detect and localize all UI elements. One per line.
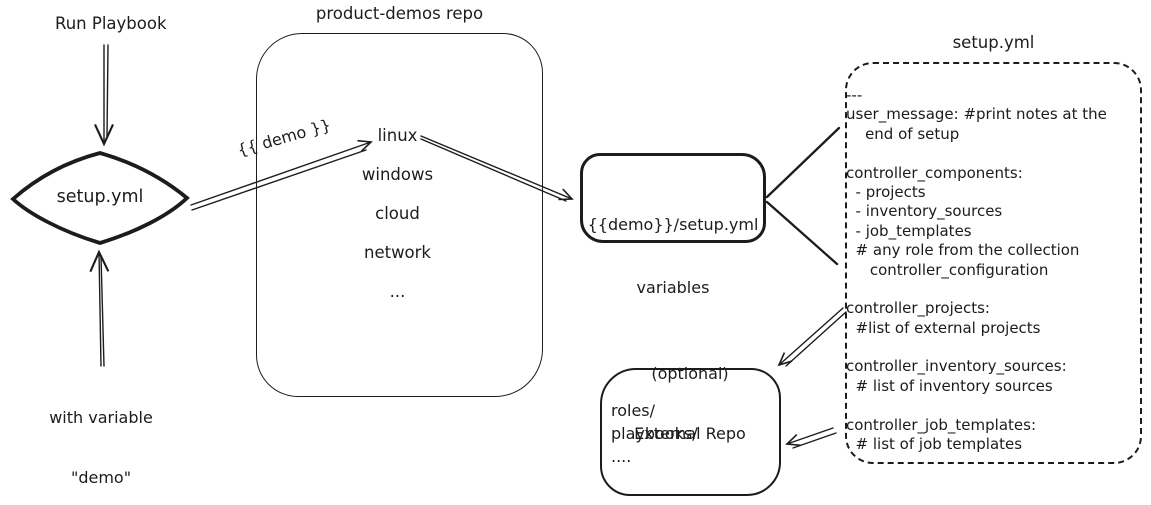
external-repo-line: playbooks/ <box>611 424 698 443</box>
run-playbook-arrow <box>94 44 114 147</box>
repo-item: ... <box>389 282 406 301</box>
yaml-line: # list of inventory sources <box>846 376 1053 395</box>
yaml-line: controller_projects: <box>846 299 990 318</box>
yaml-line: controller_configuration <box>846 260 1049 279</box>
yaml-line: - job_templates <box>846 221 972 240</box>
with-variable-arrow <box>89 249 110 367</box>
yaml-line: --- <box>846 86 863 104</box>
demo-setup-variables-box <box>580 153 766 243</box>
yaml-line: #list of external projects <box>846 318 1041 337</box>
setup-to-external-arrow-bottom <box>785 427 837 449</box>
yaml-line: controller_job_templates: <box>846 415 1037 434</box>
external-repo-line: roles/ <box>611 401 656 420</box>
yaml-line <box>846 280 1138 299</box>
external-repo-content: roles/playbooks/.... <box>611 399 698 468</box>
yaml-line: end of setup <box>846 124 960 143</box>
yaml-line: - inventory_sources <box>846 202 1003 221</box>
setup-yml-content: ---user_message: #print notes at the end… <box>846 86 1138 454</box>
setup-to-external-arrow-top <box>777 307 847 367</box>
with-variable-line1: with variable <box>49 408 153 427</box>
yaml-line: controller_components: <box>846 163 1023 182</box>
repo-item: cloud <box>375 204 420 223</box>
product-demos-repo-title: product-demos repo <box>315 4 484 23</box>
external-repo-box <box>600 368 781 496</box>
demo-setup-variables-label: {{demo}}/setup.yml variables <box>582 172 764 340</box>
repo-item-list: linux windows cloud network... <box>325 116 470 311</box>
product-demos-repo-box <box>256 33 543 397</box>
setup-yml-dashed-box <box>845 62 1142 464</box>
fork-line-bottom <box>765 200 839 266</box>
yaml-line: user_message: #print notes at the <box>846 105 1107 124</box>
fork-line-top <box>765 126 841 199</box>
yaml-line: # list of job templates <box>846 435 1023 454</box>
setup-yml-diamond-label: setup.yml <box>56 187 144 207</box>
variables-box-line2: variables <box>636 278 710 297</box>
yaml-line: # any role from the collection <box>846 241 1080 260</box>
yaml-line <box>846 144 1138 163</box>
with-variable-line2: "demo" <box>70 468 132 487</box>
external-repo-label-line1: (optional) <box>651 364 729 383</box>
repo-item: linux <box>377 126 418 145</box>
external-repo-label-line2: External Repo <box>634 424 746 443</box>
yaml-line <box>846 338 1138 357</box>
run-playbook-label: Run Playbook <box>55 14 167 33</box>
yaml-line <box>846 396 1138 415</box>
repo-item: network <box>363 243 431 262</box>
external-repo-label: (optional) External Repo <box>610 324 770 484</box>
yaml-line: controller_inventory_sources: <box>846 357 1067 376</box>
variables-box-line1: {{demo}}/setup.yml <box>587 215 759 234</box>
setup-yml-file-title: setup.yml <box>952 33 1035 52</box>
with-variable-label: with variable "demo" <box>26 368 176 505</box>
external-repo-line: .... <box>611 447 632 466</box>
variables-to-setup-fork <box>765 126 841 266</box>
repo-item: windows <box>361 165 434 184</box>
yaml-line: - projects <box>846 182 926 201</box>
